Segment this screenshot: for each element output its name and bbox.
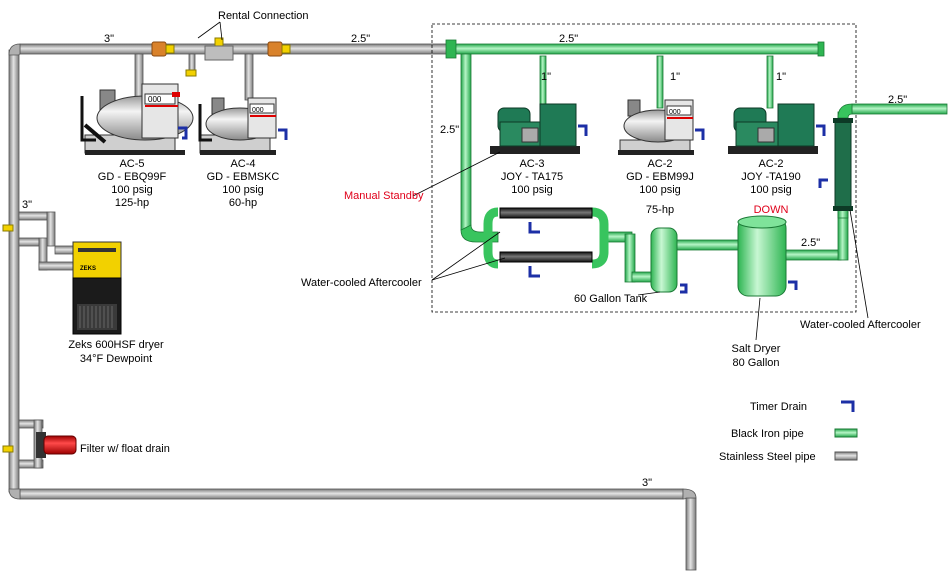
- compressor-ac2-gd: 000: [618, 99, 705, 155]
- annotation-arrows: [197, 21, 869, 341]
- compressor-room-boundary: [431, 23, 857, 313]
- pipe-size-green-out: 2.5": [888, 94, 907, 106]
- svg-text:75-hp: 75-hp: [646, 204, 674, 216]
- svg-text:AC-5: AC-5: [119, 158, 144, 170]
- pipe-size-drop-ac2b: 1": [776, 71, 786, 83]
- ac5-label: AC-5 GD - EBQ99F 100 psig 125-hp: [98, 158, 167, 209]
- pipe-size-left-riser: 3": [22, 199, 32, 211]
- svg-text:100 psig: 100 psig: [639, 184, 681, 196]
- filter-label: Filter w/ float drain: [80, 443, 170, 455]
- svg-text:AC-2: AC-2: [647, 158, 672, 170]
- sixty-gallon-tank-label: 60 Gallon Tank: [574, 293, 648, 305]
- svg-text:JOY - TA175: JOY - TA175: [501, 171, 563, 183]
- legend-stainless: Stainless Steel pipe: [719, 451, 816, 463]
- aftercooler-left-label: Water-cooled Aftercooler: [301, 277, 422, 289]
- zeks-badge-text: ZEKS: [80, 266, 96, 272]
- aftercooler-left: [483, 207, 609, 278]
- salt-dryer-size-label: 80 Gallon: [732, 357, 779, 369]
- filter-float-drain: [36, 432, 77, 458]
- legend-timer-drain: Timer Drain: [750, 401, 807, 413]
- svg-text:AC-2: AC-2: [758, 158, 783, 170]
- rental-connection-label: Rental Connection: [218, 10, 309, 22]
- ac2-gd-display: 000: [669, 109, 681, 116]
- ac2-gd-label: AC-2 GD - EBM99J 100 psig 75-hp: [626, 158, 694, 216]
- aftercooler-right-label: Water-cooled Aftercooler: [800, 319, 921, 331]
- svg-text:GD - EBQ99F: GD - EBQ99F: [98, 171, 167, 183]
- stainless-steel-piping: [8, 43, 697, 571]
- svg-text:100 psig: 100 psig: [222, 184, 264, 196]
- ac2-joy-label: AC-2 JOY -TA190 100 psig DOWN: [741, 158, 801, 216]
- svg-text:100 psig: 100 psig: [750, 184, 792, 196]
- svg-text:GD - EBM99J: GD - EBM99J: [626, 171, 694, 183]
- svg-text:AC-3: AC-3: [519, 158, 544, 170]
- svg-text:125-hp: 125-hp: [115, 197, 149, 209]
- svg-text:60-hp: 60-hp: [229, 197, 257, 209]
- manual-standby-label: Manual Standby: [344, 190, 424, 202]
- pipe-size-top-left: 3": [104, 33, 114, 45]
- ac4-label: AC-4 GD - EBMSKC 100 psig 60-hp: [207, 158, 280, 209]
- header-valves: [2, 37, 291, 453]
- timer-drain-icon: [841, 400, 855, 412]
- compressor-ac4: 000: [198, 97, 288, 155]
- black-iron-pipe-swatch: [834, 428, 858, 438]
- ac4-display: 000: [252, 107, 264, 114]
- svg-text:AC-4: AC-4: [230, 158, 255, 170]
- pipe-size-green-left: 2.5": [440, 124, 459, 136]
- ac5-display: 000: [148, 95, 162, 104]
- salt-dryer: [737, 215, 798, 297]
- compressor-ac5: 000: [80, 83, 194, 155]
- pipe-size-green-header: 2.5": [559, 33, 578, 45]
- pipe-size-bottom: 3": [642, 477, 652, 489]
- aftercooler-right: [818, 118, 853, 211]
- pipe-size-tank-dryer: 2.5": [801, 237, 820, 249]
- legend: Timer Drain Black Iron pipe Stainless St…: [719, 400, 858, 463]
- salt-dryer-label: Salt Dryer: [732, 343, 781, 355]
- pipe-size-top-mid: 2.5": [351, 33, 370, 45]
- zeks-dewpoint-label: 34°F Dewpoint: [80, 353, 152, 365]
- stainless-steel-pipe-swatch: [834, 451, 858, 461]
- ac3-label: AC-3 JOY - TA175 100 psig: [501, 158, 563, 196]
- svg-text:GD - EBMSKC: GD - EBMSKC: [207, 171, 280, 183]
- pipe-size-drop-ac3: 1": [541, 71, 551, 83]
- zeks-dryer-label: Zeks 600HSF dryer: [68, 339, 164, 351]
- ac2-status-down: DOWN: [754, 204, 789, 216]
- svg-text:100 psig: 100 psig: [111, 184, 153, 196]
- pipe-size-drop-ac2a: 1": [670, 71, 680, 83]
- compressor-ac2-joy: [728, 103, 826, 154]
- sixty-gallon-tank: [650, 227, 688, 294]
- legend-black-iron: Black Iron pipe: [731, 428, 804, 440]
- svg-text:100 psig: 100 psig: [511, 184, 553, 196]
- zeks-dryer: ZEKS: [72, 241, 122, 335]
- svg-text:JOY -TA190: JOY -TA190: [741, 171, 801, 183]
- compressor-ac3-joy: [490, 103, 588, 154]
